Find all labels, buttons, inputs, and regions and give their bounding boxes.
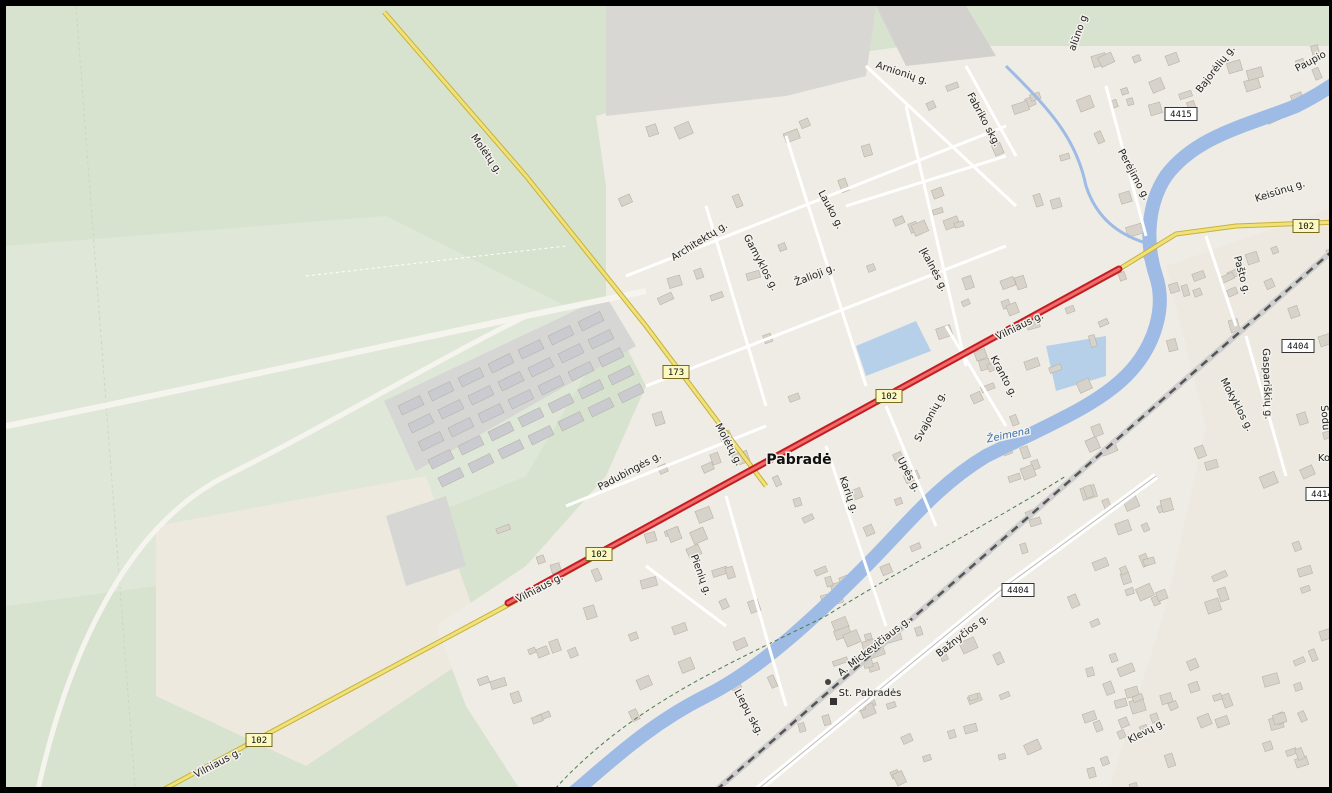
greenhouse-area <box>386 496 466 586</box>
poi-marker <box>825 679 831 685</box>
route-shield-r102-west: 102 <box>585 547 613 561</box>
forest-track <box>6 288 647 429</box>
station-label: St. Pabradės <box>839 688 902 699</box>
route-shield-label: 4404 <box>1007 586 1029 596</box>
path-line <box>305 245 567 277</box>
route-shield-label: 102 <box>251 736 267 746</box>
route-shield-r173: 173 <box>662 365 690 379</box>
route-shield-label: 4415 <box>1170 110 1192 120</box>
pond <box>1046 336 1106 391</box>
road-moletu <box>382 11 768 487</box>
stream <box>1004 64 1157 248</box>
railway <box>715 249 1329 787</box>
forest-boundary <box>556 475 1067 787</box>
shield-layer: 173 102 102 102 102 4415 4404 4404 4414 <box>245 107 1332 747</box>
minor-street-layer <box>565 64 1288 707</box>
industrial-area <box>876 6 996 66</box>
industrial-area <box>606 6 876 116</box>
route-shield-r4404-south: 4404 <box>1001 583 1035 597</box>
station-marker[interactable] <box>830 698 837 705</box>
route-shield-label: 173 <box>668 368 684 378</box>
forest-track <box>36 313 528 787</box>
pond <box>856 321 931 376</box>
street-label-ko: Ko <box>1318 453 1330 464</box>
route-shield-r102-sw: 102 <box>245 733 273 747</box>
route-shield-label: 102 <box>881 392 897 402</box>
map-canvas[interactable]: Molėtų g.Molėtų g.Architektų g.Gamyklos … <box>6 6 1332 793</box>
river-zeimena <box>569 78 1329 787</box>
urban-area <box>436 46 1329 787</box>
route-shield-r102-center: 102 <box>875 389 903 403</box>
route-shield-r102-east: 102 <box>1292 219 1320 233</box>
street-label-sodu: Sodu <box>1318 405 1331 431</box>
building-layer <box>397 44 1329 787</box>
route-shield-label: 102 <box>1298 222 1314 232</box>
town-label: Pabradė <box>766 452 831 468</box>
route-shield-label: 102 <box>591 550 607 560</box>
route-shield-label: 4404 <box>1287 342 1309 352</box>
urban-area <box>1109 209 1329 787</box>
route-shield-r4404-east: 4404 <box>1281 339 1315 353</box>
street-label-gaspariskiu: Gaspariškių g. <box>1260 348 1274 420</box>
route-shield-label: 4414 <box>1311 490 1332 500</box>
route-shield-r4415: 4415 <box>1164 107 1198 121</box>
route-shield-r4414: 4414 <box>1305 487 1332 501</box>
meadow-area <box>6 216 626 606</box>
